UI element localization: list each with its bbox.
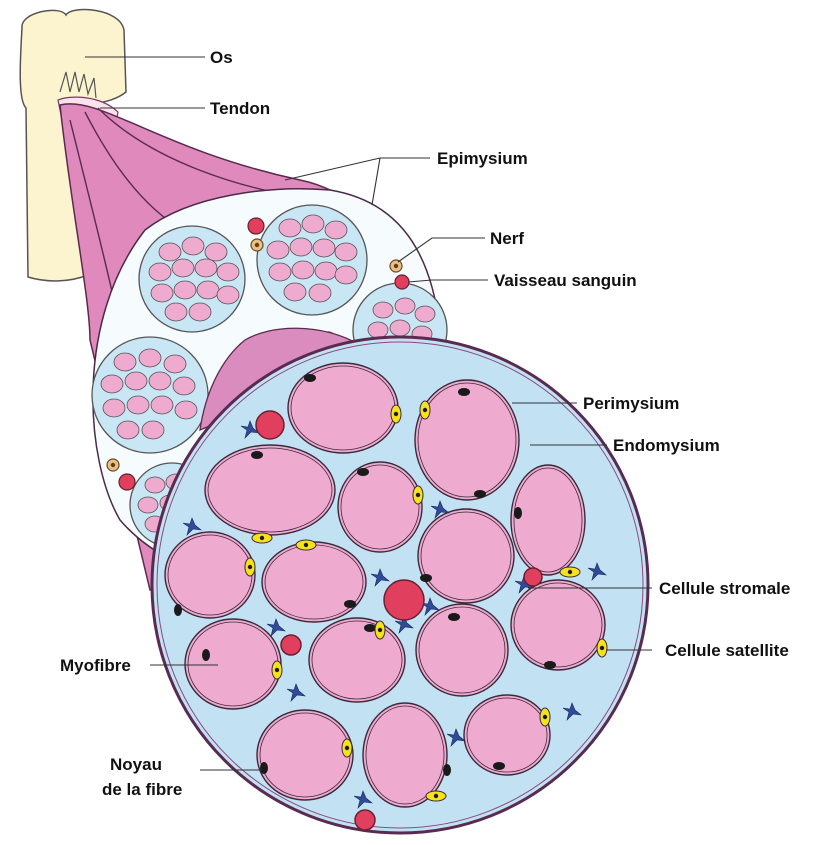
fibre-nucleus: [260, 762, 268, 774]
label-os: Os: [210, 48, 233, 67]
fibre-nucleus: [474, 490, 486, 498]
fibre-nucleus: [344, 600, 356, 608]
nerve: [390, 260, 402, 272]
myofibre: [416, 604, 508, 696]
myofibre: [185, 619, 281, 709]
nerve: [107, 459, 119, 471]
fibre-nucleus: [514, 507, 522, 519]
fibre-nucleus: [202, 649, 210, 661]
fibre-nucleus: [174, 604, 182, 616]
fascicle: [92, 337, 208, 453]
fascicle: [257, 205, 367, 315]
label-perimysium: Perimysium: [583, 394, 679, 413]
fascicle: [139, 226, 245, 332]
myofibre: [418, 509, 514, 603]
satellite-cell: [420, 401, 430, 419]
satellite-cell: [426, 791, 446, 801]
fibre-nucleus: [357, 468, 369, 476]
myofibre: [309, 618, 405, 702]
satellite-cell: [413, 486, 423, 504]
satellite-cell: [342, 739, 352, 757]
fibre-nucleus: [420, 574, 432, 582]
satellite-cell: [375, 621, 385, 639]
label-nerf: Nerf: [490, 229, 524, 248]
myofibre: [205, 445, 335, 535]
label-noyau-line1: Noyau: [110, 755, 162, 774]
label-cellule-stromale: Cellule stromale: [659, 579, 790, 598]
fibre-nucleus: [251, 451, 263, 459]
blood-vessel: [119, 474, 135, 490]
label-vaisseau-sanguin: Vaisseau sanguin: [494, 271, 637, 290]
label-epimysium: Epimysium: [437, 149, 528, 168]
satellite-cell: [252, 533, 272, 543]
fibre-nucleus: [448, 613, 460, 621]
satellite-cell: [391, 405, 401, 423]
satellite-cell: [597, 639, 607, 657]
myofibre: [511, 580, 605, 670]
fibre-nucleus: [544, 661, 556, 669]
blood-vessel: [395, 275, 409, 289]
blood-vessel: [355, 810, 375, 830]
fibre-nucleus: [364, 624, 376, 632]
myofibre: [415, 380, 519, 500]
satellite-cell: [560, 567, 580, 577]
blood-vessel: [256, 411, 284, 439]
label-myofibre: Myofibre: [60, 656, 131, 675]
label-tendon: Tendon: [210, 99, 270, 118]
fibre-nucleus: [304, 374, 316, 382]
satellite-cell: [272, 661, 282, 679]
leader-epimysium: [285, 158, 430, 180]
fibre-nucleus: [443, 764, 451, 776]
satellite-cell: [245, 558, 255, 576]
myofibre: [257, 710, 353, 800]
blood-vessel: [248, 218, 264, 234]
satellite-cell: [540, 708, 550, 726]
blood-vessel: [384, 580, 424, 620]
myofibre: [464, 695, 550, 775]
fibre-nucleus: [458, 388, 470, 396]
myofibre: [511, 465, 585, 575]
label-cellule-satellite: Cellule satellite: [665, 641, 789, 660]
label-noyau-line2: de la fibre: [102, 780, 182, 799]
myofibre: [262, 542, 366, 622]
satellite-cell: [296, 540, 316, 550]
nerve: [251, 239, 263, 251]
label-endomysium: Endomysium: [613, 436, 720, 455]
blood-vessel: [524, 568, 542, 586]
myofibre: [338, 462, 422, 552]
fibre-nucleus: [493, 762, 505, 770]
blood-vessel: [281, 635, 301, 655]
